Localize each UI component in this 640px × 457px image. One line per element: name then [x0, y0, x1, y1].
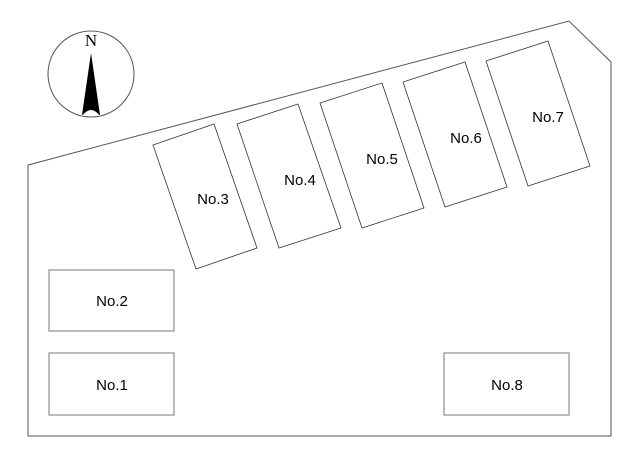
lot-7-label: No.7	[532, 109, 564, 126]
lot-1-label: No.1	[96, 377, 128, 394]
lot-4-outline	[236, 103, 342, 249]
lot-5[interactable]: No.5	[319, 82, 425, 229]
lot-3-outline	[152, 123, 258, 270]
lot-6-label: No.6	[450, 130, 482, 147]
lot-8-outline	[443, 352, 570, 416]
lot-2-label: No.2	[96, 293, 128, 310]
lot-1-outline	[48, 352, 175, 416]
lot-5-outline	[319, 82, 425, 229]
lot-3[interactable]: No.3	[152, 123, 258, 270]
lot-8-label: No.8	[491, 377, 523, 394]
lot-2[interactable]: No.2	[48, 269, 175, 332]
lot-7[interactable]: No.7	[485, 40, 591, 187]
lot-4-label: No.4	[284, 172, 316, 189]
lot-2-outline	[48, 269, 175, 332]
lot-6-outline	[402, 61, 508, 208]
compass: N	[47, 30, 135, 118]
north-arrow-icon	[82, 53, 100, 116]
lot-7-outline	[485, 40, 591, 187]
site-boundary	[27, 20, 612, 437]
lot-4[interactable]: No.4	[236, 103, 342, 249]
lot-8[interactable]: No.8	[443, 352, 570, 416]
north-label: N	[85, 31, 97, 50]
lot-3-label: No.3	[197, 191, 229, 208]
lot-6[interactable]: No.6	[402, 61, 508, 208]
lot-5-label: No.5	[366, 151, 398, 168]
lot-1[interactable]: No.1	[48, 352, 175, 416]
